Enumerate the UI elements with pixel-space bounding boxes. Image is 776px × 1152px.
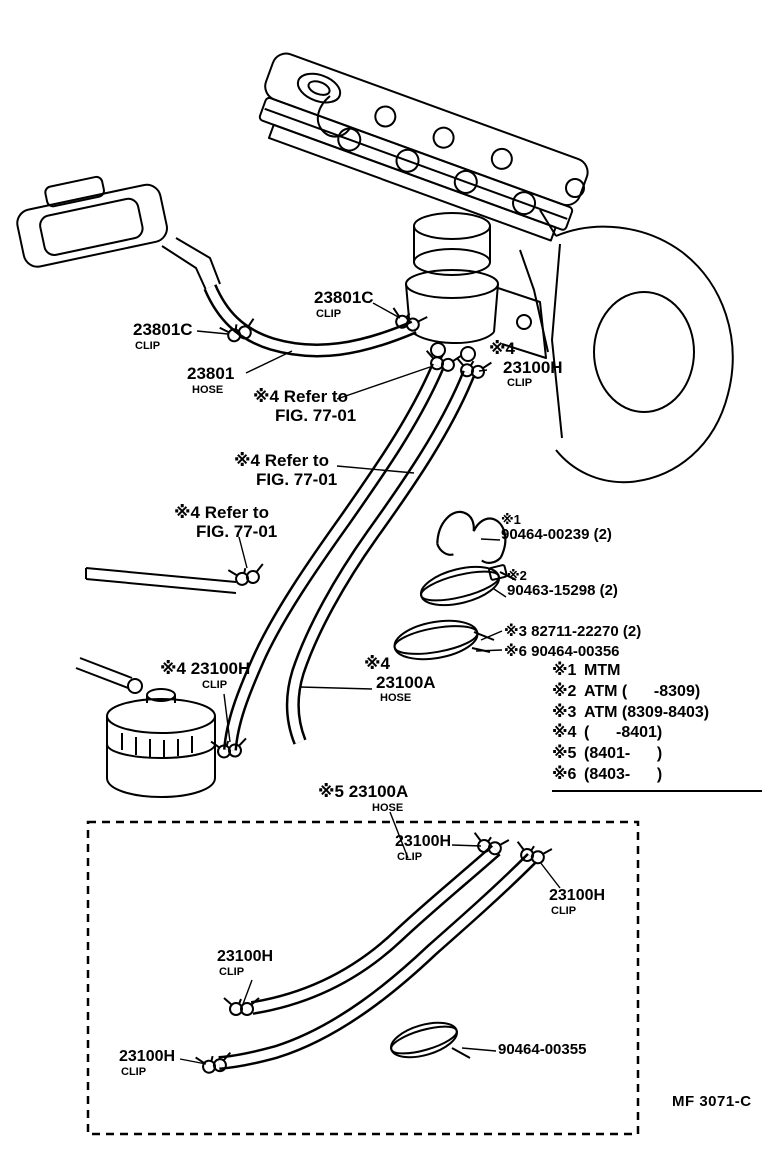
ref-mark: ※6 [504, 643, 527, 660]
ref-mark: ※4 [364, 654, 390, 673]
part-number: 90464-00239 (2) [501, 526, 612, 544]
part-type: CLIP [121, 1065, 147, 1078]
figure-ref: FIG. 77-01 [275, 405, 357, 425]
legend-item: ※3 ATM (8309-8403) [552, 703, 762, 724]
label-refer-fig-3: ※4 Refer to FIG. 77-01 [174, 503, 278, 541]
ref-mark: ※4 [253, 387, 279, 406]
part-number: 23100H [119, 1048, 176, 1065]
ref-mark: ※4 [160, 659, 186, 678]
ref-mark: ※3 [504, 623, 527, 640]
part-type: CLIP [397, 850, 423, 863]
leader-lines [179, 302, 561, 1065]
label-hose-23100a-inset: ※5 23100A HOSE [318, 782, 409, 814]
ref-mark: ※4 [174, 503, 200, 522]
label-hose-23100a-main: ※4 23100A HOSE [364, 654, 436, 705]
label-part-90464-00356: ※6 90464-00356 [504, 643, 620, 661]
legend-text: (8401- ) [584, 745, 663, 763]
part-type: HOSE [372, 801, 404, 814]
inset-dashed-box [86, 820, 640, 1136]
label-hose-23801: 23801 HOSE [187, 364, 235, 396]
refer-text: Refer to [283, 387, 348, 406]
legend-item: ※2 ATM ( -8309) [552, 682, 762, 703]
part-type: CLIP [316, 307, 342, 320]
figure-code: MF 3071-C [672, 1093, 752, 1110]
ref-mark: ※5 [552, 745, 577, 763]
label-clip-23100h-filter: ※4 23100H CLIP [160, 659, 251, 691]
refer-text: Refer to [204, 503, 269, 522]
clip-icon [453, 356, 493, 381]
label-clip-23801c-upper: 23801C CLIP [314, 288, 374, 320]
clamp-90463-15298-icon [419, 564, 508, 607]
ref-mark: ※1 [501, 512, 521, 527]
part-type: HOSE [192, 383, 224, 396]
label-clip-23100h-inset-mid: 23100H CLIP [217, 948, 273, 978]
label-part-90464-00355: 90464-00355 [498, 1041, 587, 1059]
part-number: 23100H [395, 833, 452, 850]
label-refer-fig-1: ※4 Refer to FIG. 77-01 [253, 387, 357, 425]
legend-text: ATM (8309-8403) [584, 703, 710, 721]
part-type: CLIP [551, 904, 577, 917]
part-number: 82711-22270 (2) [531, 623, 642, 640]
part-number: 90464-00355 [498, 1041, 587, 1058]
label-refer-fig-2: ※4 Refer to FIG. 77-01 [234, 451, 338, 489]
ref-mark: ※5 [318, 782, 344, 801]
legend: ※1 MTM ※2 ATM ( -8309) ※3 ATM (8309-8403) ※… [552, 661, 762, 792]
clamp-90464-00239-icon [436, 510, 507, 564]
ref-mark: ※2 [552, 682, 577, 700]
label-clip-23100h-inset-bottom: 23100H CLIP [119, 1048, 175, 1078]
legend-text: (8403- ) [584, 765, 663, 783]
part-number: 23100A [376, 672, 436, 692]
clip-icon [470, 831, 510, 858]
part-number: 23801C [314, 288, 374, 307]
part-number: 23100H [503, 357, 563, 377]
part-type: HOSE [380, 692, 412, 705]
label-clip-23100h-inset-top: 23100H CLIP [395, 833, 451, 863]
legend-item: ※5 (8401- ) [552, 744, 762, 765]
hoses-inset [218, 844, 537, 1070]
figure-ref: FIG. 77-01 [196, 521, 278, 541]
legend-text: MTM [584, 662, 621, 679]
legend-underline [552, 789, 762, 792]
label-clip-23801c-left: 23801C CLIP [133, 320, 193, 352]
label-clip-23100h-inset-right: 23100H CLIP [549, 887, 605, 917]
label-part-90463-15298: ※2 90463-15298 (2) [507, 568, 618, 600]
clamp-90464-00355-icon [390, 1021, 458, 1059]
legend-item: ※6 (8403- ) [552, 765, 762, 786]
refer-text: Refer to [264, 451, 329, 470]
ref-mark: ※1 [552, 662, 577, 679]
part-number: 23100H [217, 948, 274, 965]
label-clip-23100h-pump: ※4 23100H CLIP [489, 339, 563, 390]
legend-text: ATM ( -8309) [584, 682, 701, 700]
part-number: 23801C [133, 320, 193, 339]
ref-mark: ※4 [552, 724, 577, 742]
ref-mark: ※4 [489, 339, 515, 358]
label-part-82711-22270: ※3 82711-22270 (2) [504, 623, 642, 641]
part-type: CLIP [507, 377, 533, 390]
part-type: CLIP [219, 965, 245, 978]
fuel-filter-illustration [75, 657, 216, 798]
part-number: 90463-15298 (2) [507, 582, 618, 600]
ref-mark: ※4 [234, 451, 260, 470]
part-number: 23100H [549, 887, 606, 904]
part-number: 23100H [190, 659, 251, 678]
part-type: CLIP [135, 339, 161, 352]
ref-mark: ※3 [552, 703, 577, 721]
legend-item: ※1 MTM [552, 661, 762, 682]
label-part-90464-00239: ※1 90464-00239 (2) [501, 512, 612, 544]
part-number: 23801 [187, 364, 235, 383]
ref-mark: ※6 [552, 765, 577, 783]
hoses-main [203, 284, 476, 751]
figure-ref: FIG. 77-01 [256, 469, 338, 489]
legend-text: ( -8401) [584, 724, 663, 742]
pipe-illustration [85, 567, 237, 594]
part-number: 23100A [348, 782, 409, 801]
part-type: CLIP [202, 678, 228, 691]
part-number: 90464-00356 [531, 643, 620, 660]
legend-item: ※4 ( -8401) [552, 723, 762, 744]
fuel-pump-illustration [405, 212, 547, 362]
ref-mark: ※2 [507, 568, 527, 583]
left-cover-illustration [16, 175, 221, 291]
